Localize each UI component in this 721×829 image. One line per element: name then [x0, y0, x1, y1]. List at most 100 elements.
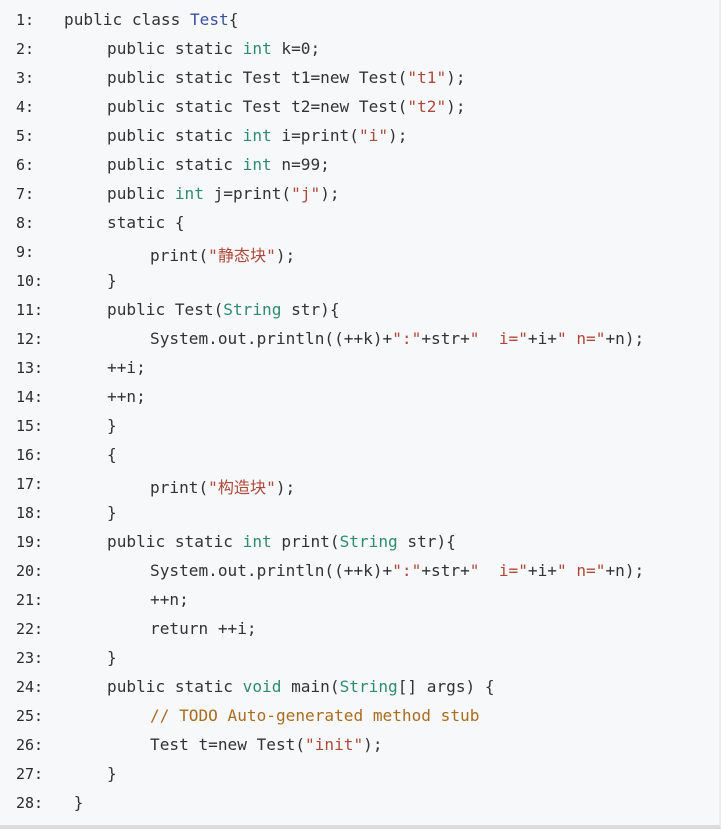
line-number: 12:: [16, 330, 44, 348]
line-number: 27:: [16, 765, 44, 783]
code-token-keyword: static: [174, 532, 243, 551]
code-token-plain: print(: [150, 246, 209, 265]
code-token-keyword: public: [107, 126, 175, 145]
code-token-type: String: [339, 532, 398, 551]
code-token-string: "构造块": [208, 478, 276, 497]
code-text: public static int i=print("i");: [107, 126, 407, 145]
code-token-plain: Test(: [174, 300, 224, 319]
code-text: ++n;: [150, 590, 189, 609]
code-text: public int j=print("j");: [107, 184, 340, 203]
code-token-plain: ++n;: [150, 590, 189, 609]
code-token-punct: }: [107, 271, 117, 290]
line-number: 13:: [16, 359, 44, 377]
code-text: ++n;: [107, 387, 146, 406]
code-text: public static Test t2=new Test("t2");: [107, 97, 466, 116]
code-token-string: "t1": [407, 68, 447, 87]
code-token-string: ":": [392, 329, 422, 348]
code-token-type: String: [339, 677, 398, 696]
code-token-keyword: static: [174, 677, 243, 696]
line-number: 2:: [16, 40, 35, 58]
code-text: {: [107, 445, 117, 464]
code-token-plain: );: [320, 184, 340, 203]
code-token-plain: Test t1=new Test(: [242, 68, 408, 87]
code-token-keyword: public: [64, 10, 132, 29]
line-number: 24:: [16, 678, 44, 696]
code-token-keyword: public: [107, 155, 175, 174]
code-token-keyword: static: [174, 68, 243, 87]
code-text: print("静态块");: [150, 242, 295, 266]
code-token-keyword: static: [107, 213, 175, 232]
code-token-plain: System.out.println((++k)+: [150, 329, 393, 348]
code-text: public class Test{: [64, 10, 238, 29]
line-number: 20:: [16, 562, 44, 580]
code-text: static {: [107, 213, 185, 232]
line-number: 4:: [16, 98, 35, 116]
code-token-plain: +str+: [421, 329, 470, 348]
code-token-plain: );: [388, 126, 408, 145]
line-number: 11:: [16, 301, 44, 319]
line-number: 16:: [16, 446, 44, 464]
code-token-string: "i": [358, 126, 389, 145]
line-number: 1:: [16, 11, 35, 29]
line-number: 7:: [16, 185, 35, 203]
code-token-plain: );: [446, 97, 466, 116]
code-token-string: "静态块": [208, 246, 276, 265]
code-token-plain: +n);: [605, 561, 645, 580]
code-token-plain: Test t=new Test(: [150, 735, 306, 754]
code-token-keyword: public: [107, 300, 175, 319]
code-token-class: Test: [189, 10, 229, 29]
line-number: 9:: [16, 243, 35, 261]
code-token-string: " i=": [469, 561, 528, 580]
code-text: }: [107, 271, 117, 290]
code-token-type: int: [242, 39, 272, 58]
code-token-keyword: public: [107, 39, 175, 58]
line-number: 21:: [16, 591, 44, 609]
code-token-plain: str){: [281, 300, 340, 319]
code-token-type: int: [242, 126, 272, 145]
code-token-string: "init": [305, 735, 364, 754]
code-token-string: "t2": [407, 97, 447, 116]
code-token-plain: k=0;: [271, 39, 321, 58]
code-token-type: int: [174, 184, 204, 203]
code-token-plain: +n);: [605, 329, 645, 348]
code-token-comment: // TODO Auto-generated method stub: [150, 706, 480, 725]
line-number: 26:: [16, 736, 44, 754]
code-text: }: [64, 793, 84, 812]
code-token-punct: {: [228, 10, 239, 29]
code-token-plain: +str+: [421, 561, 470, 580]
line-number: 17:: [16, 475, 44, 493]
code-token-plain: Test t2=new Test(: [242, 97, 408, 116]
code-token-punct: }: [107, 764, 117, 783]
code-token-keyword: static: [174, 155, 243, 174]
code-text: public static Test t1=new Test("t1");: [107, 68, 466, 87]
code-token-type: int: [242, 532, 272, 551]
line-number: 25:: [16, 707, 44, 725]
code-token-plain: n=99;: [271, 155, 330, 174]
code-token-punct: {: [107, 445, 117, 464]
line-number: 3:: [16, 69, 35, 87]
code-token-punct: }: [107, 416, 117, 435]
code-text: }: [107, 503, 117, 522]
code-text: public static int k=0;: [107, 39, 320, 58]
code-token-string: " i=": [469, 329, 528, 348]
code-token-plain: System.out.println((++k)+: [150, 561, 393, 580]
code-token-keyword: class: [131, 10, 190, 29]
code-token-keyword: public: [107, 677, 175, 696]
code-text: }: [107, 764, 117, 783]
code-text: return ++i;: [150, 619, 257, 638]
code-text: Test t=new Test("init");: [150, 735, 383, 754]
code-text: // TODO Auto-generated method stub: [150, 706, 479, 725]
code-token-plain: i=print(: [271, 126, 359, 145]
code-text: public static int n=99;: [107, 155, 330, 174]
code-text: }: [107, 416, 117, 435]
code-token-keyword: public: [107, 184, 175, 203]
code-token-keyword: return: [150, 619, 218, 638]
code-token-punct: {: [174, 213, 185, 232]
code-token-string: ":": [392, 561, 422, 580]
code-token-punct: }: [64, 793, 84, 812]
line-number: 15:: [16, 417, 44, 435]
code-token-keyword: static: [174, 97, 243, 116]
code-text: System.out.println((++k)+":"+str+" i="+i…: [150, 561, 644, 580]
code-token-type: String: [223, 300, 282, 319]
